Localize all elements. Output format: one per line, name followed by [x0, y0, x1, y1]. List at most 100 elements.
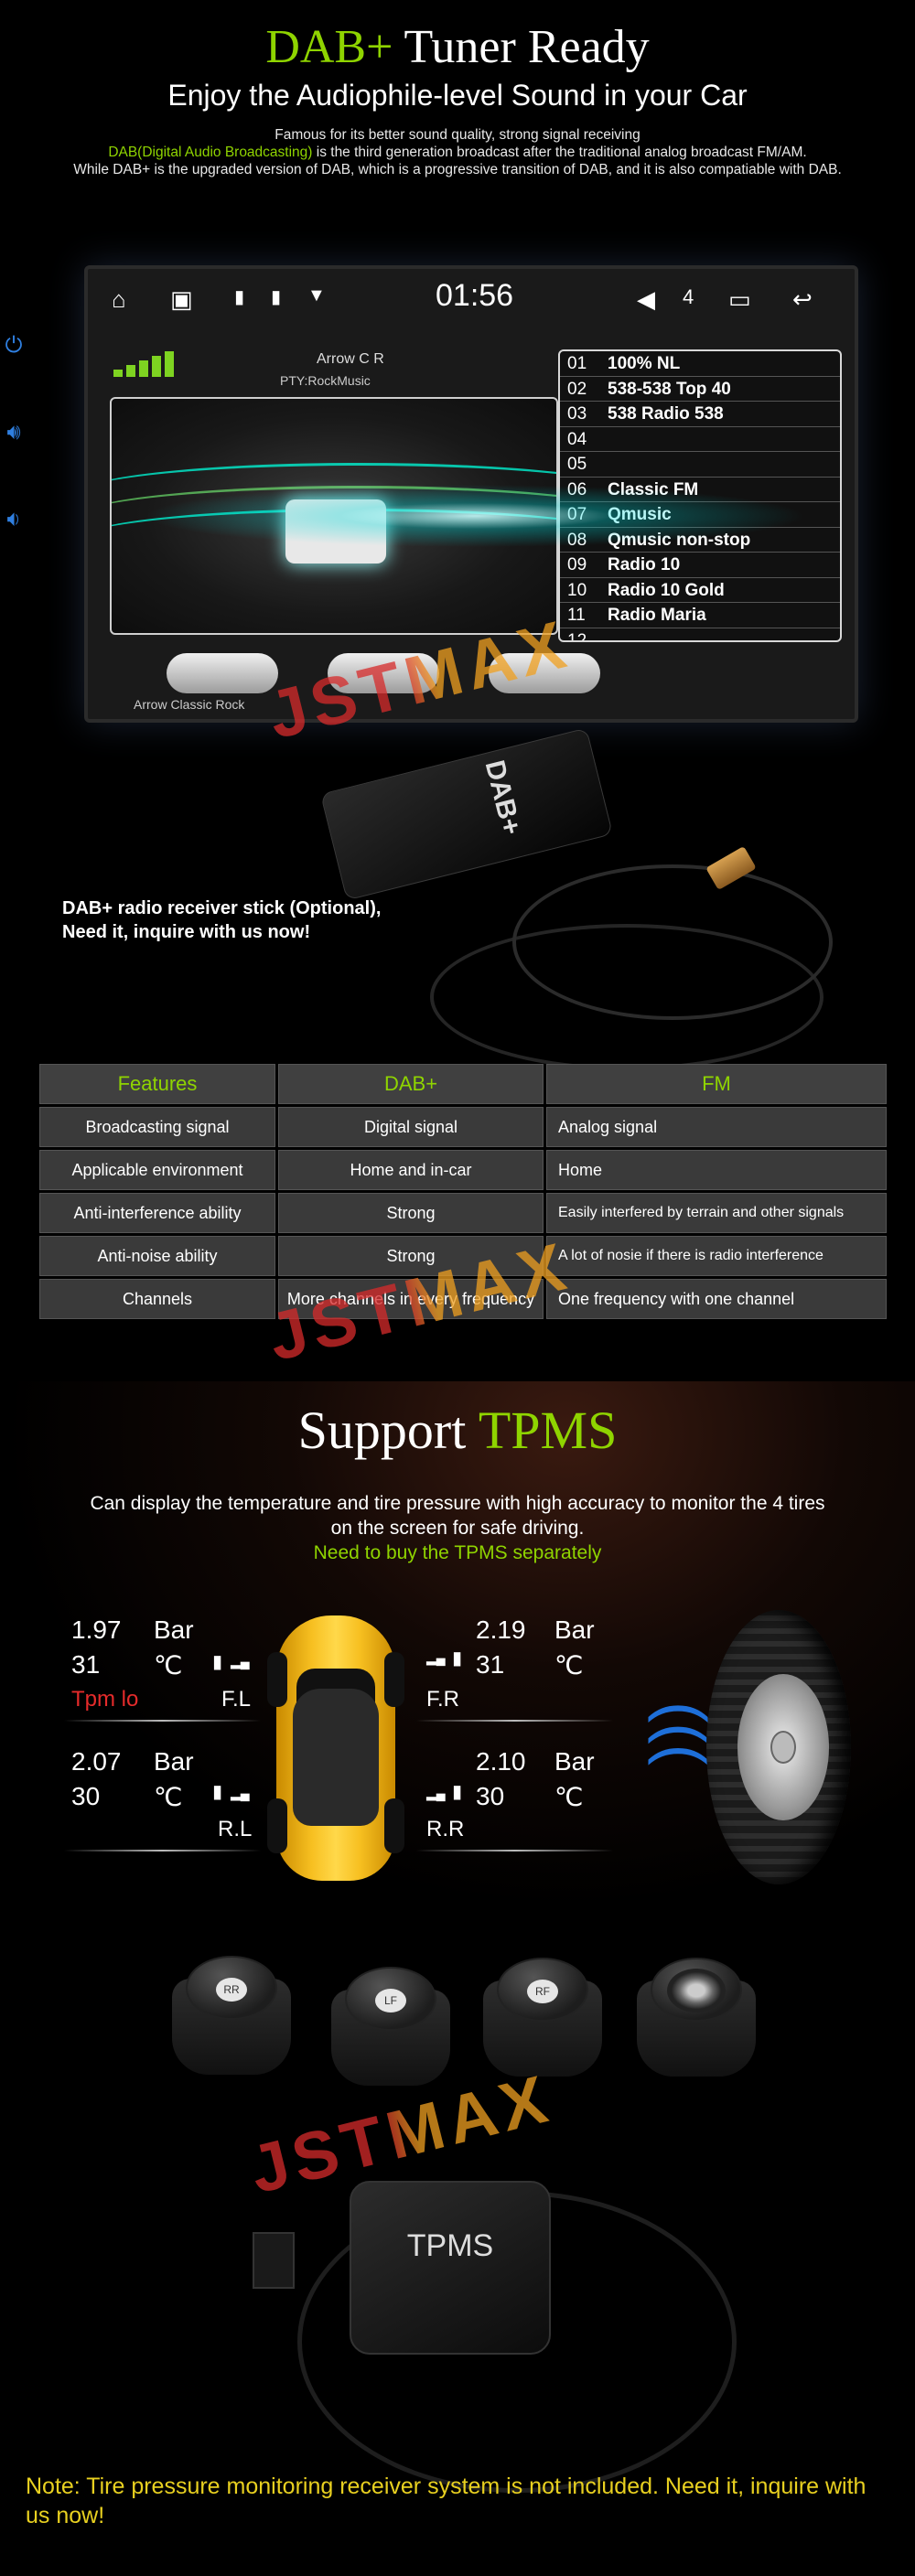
tpms-display: 1.97 Bar 31 ℃ ▮ ▂▄ Tpm lo F.L 2.19 Bar ▂… [64, 1610, 613, 1884]
antenna-cable [512, 864, 833, 1020]
station-item-name: Radio 10 [608, 555, 681, 574]
car-interior [293, 1689, 379, 1826]
station-number: 09 [567, 555, 587, 574]
signal-strength-icon [113, 349, 187, 377]
signal-icon: ▂▄ [231, 1786, 250, 1800]
station-number: 01 [567, 354, 587, 373]
power-icon[interactable]: ⏻ [5, 333, 23, 358]
battery-icon: ▮ [212, 1652, 223, 1672]
sensor-tag: RR [216, 1978, 247, 2002]
station-list-item[interactable]: 12 [560, 628, 840, 641]
valve-icon [667, 1969, 726, 2012]
divider [416, 1720, 613, 1722]
dab-description: Famous for its better sound quality, str… [18, 126, 897, 178]
rl-temp-unit: ℃ [154, 1783, 183, 1811]
light-flare [88, 479, 855, 553]
rr-temp: 30 [476, 1782, 505, 1810]
table-cell: Strong [278, 1193, 544, 1233]
table-header-cell: Features [39, 1064, 275, 1104]
table-cell: Analog signal [546, 1107, 887, 1147]
speaker-icon[interactable]: ◀ [637, 285, 655, 313]
fl-pressure: 1.97 [71, 1615, 122, 1644]
tpms-title: Support TPMS [0, 1400, 915, 1461]
fl-temp-unit: ℃ [154, 1651, 183, 1680]
dab-desc-line2: DAB(Digital Audio Broadcasting) is the t… [18, 144, 897, 161]
table-cell: Easily interfered by terrain and other s… [546, 1193, 887, 1233]
fr-temp-unit: ℃ [554, 1651, 584, 1680]
dab-desc-highlight: DAB(Digital Audio Broadcasting) [108, 145, 313, 160]
tpms-title-highlight: TPMS [478, 1401, 618, 1460]
car-top-view [267, 1615, 404, 1881]
signal-icon: ▂▄ [231, 1654, 250, 1669]
search-button[interactable] [328, 653, 439, 693]
fl-unit: Bar [154, 1615, 194, 1644]
table-header-cell: FM [546, 1064, 887, 1104]
tpms-note: Note: Tire pressure monitoring receiver … [26, 2474, 867, 2528]
fr-pressure: 2.19 [476, 1615, 526, 1644]
wheel [384, 1798, 404, 1853]
fr-label: F.R [426, 1687, 459, 1712]
radio-icon[interactable]: ▣ [170, 285, 193, 313]
station-list-item[interactable]: 09 Radio 10 [560, 553, 840, 578]
table-cell: Home and in-car [278, 1150, 544, 1190]
fl-temp: 31 [71, 1650, 101, 1679]
station-list-item[interactable]: 02 538-538 Top 40 [560, 377, 840, 402]
tpms-receiver-box: TPMS [350, 2181, 551, 2355]
clock: 01:56 [436, 278, 514, 313]
station-list-item[interactable]: 04 [560, 427, 840, 452]
table-header-cell: DAB+ [278, 1064, 544, 1104]
volume-down-icon[interactable]: 🔉︎ [6, 507, 21, 531]
station-item-name: 538-538 Top 40 [608, 379, 731, 399]
rr-unit: Bar [554, 1747, 595, 1776]
table-cell: Applicable environment [39, 1150, 275, 1190]
status-bar: ⌂ ▣ ▮ ▮ ▼ 01:56 ◀ 4 ▭ ↩ [88, 276, 855, 324]
station-number: 05 [567, 455, 587, 474]
signal-icon: ▂▄ [426, 1786, 446, 1800]
rl-pressure: 2.07 [71, 1747, 122, 1776]
table-cell: Strong [278, 1236, 544, 1276]
station-number: 03 [567, 404, 587, 424]
station-number: 02 [567, 379, 587, 399]
home-icon[interactable]: ⌂ [112, 285, 126, 313]
back-icon[interactable]: ↩ [792, 285, 813, 313]
button-caption: Arrow Classic Rock [134, 697, 245, 712]
rr-label: R.R [426, 1817, 465, 1841]
wheel [267, 1652, 287, 1707]
volume-level: 4 [683, 285, 694, 308]
tpms-sensor-lf: LF [331, 1967, 450, 2095]
dab-title-rest: Tuner Ready [393, 21, 650, 73]
prev-button[interactable] [167, 653, 278, 693]
stick-caption-line1: DAB+ radio receiver stick (Optional), [62, 898, 382, 918]
station-item-name: Radio 10 Gold [608, 580, 725, 600]
rl-unit: Bar [154, 1747, 194, 1776]
stick-label: DAB+ [479, 757, 527, 838]
tpms-sensor-rf: RF [483, 1958, 602, 2086]
fl-label: F.L [221, 1687, 252, 1712]
window-icon[interactable]: ▭ [728, 285, 751, 313]
sd-icon: ▮ [271, 287, 282, 307]
table-cell: Digital signal [278, 1107, 544, 1147]
wifi-icon: ▼ [307, 285, 326, 306]
table-cell: One frequency with one channel [546, 1279, 887, 1319]
dab-desc-line2-rest: is the third generation broadcast after … [312, 145, 807, 160]
tpms-desc-line2: on the screen for safe driving. [330, 1518, 585, 1539]
tpms-plug [253, 2232, 295, 2289]
station-list-item[interactable]: 05 [560, 452, 840, 478]
head-unit-screen: ⌂ ▣ ▮ ▮ ▼ 01:56 ◀ 4 ▭ ↩ Arrow C R PTY:Ro… [84, 265, 858, 723]
wheel [384, 1652, 404, 1707]
tpms-description: Can display the temperature and tire pre… [55, 1491, 860, 1565]
tpms-sensor-valve [637, 1958, 756, 2086]
tpms-desc-line1: Can display the temperature and tire pre… [90, 1493, 825, 1514]
volume-up-icon[interactable]: 🔊︎ [6, 420, 21, 445]
next-button[interactable] [489, 653, 600, 693]
fr-unit: Bar [554, 1615, 595, 1644]
dab-desc-line3: While DAB+ is the upgraded version of DA… [73, 162, 842, 177]
